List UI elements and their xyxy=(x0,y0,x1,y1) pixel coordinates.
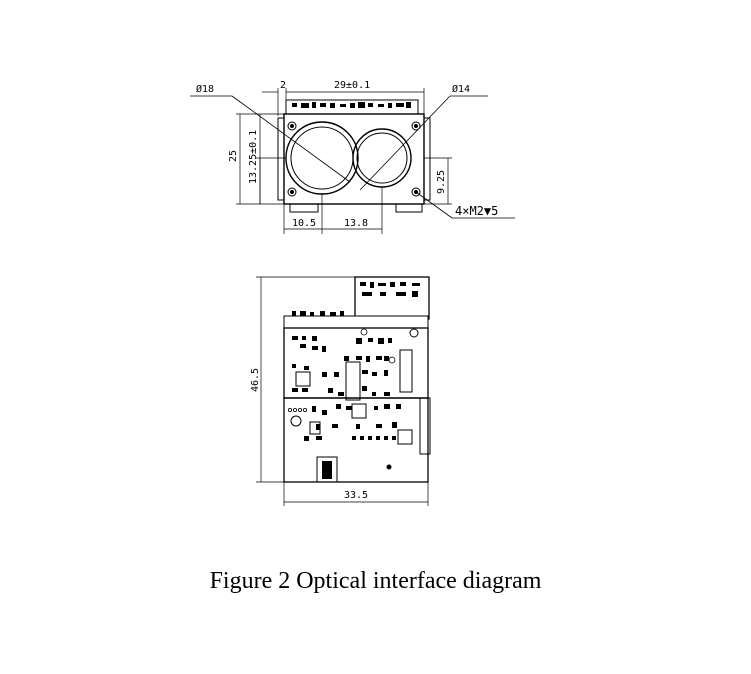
figure-caption: Figure 2 Optical interface diagram xyxy=(209,568,542,594)
side-cable-exit xyxy=(316,456,338,483)
top-view xyxy=(190,88,515,234)
label-side-height: 46.5 xyxy=(250,368,261,392)
label-bottom-left: 10.5 xyxy=(292,218,316,229)
label-lens-right-dia: Ø14 xyxy=(452,83,470,95)
side-pcb-test-pads xyxy=(287,328,396,412)
side-pcb-components xyxy=(292,336,401,441)
top-flange-left xyxy=(277,117,285,201)
label-offset-left: 2 xyxy=(280,80,286,91)
side-lens-module-components xyxy=(360,282,420,297)
top-bottom-tab-left xyxy=(289,203,319,213)
label-lens-left-dia: Ø18 xyxy=(196,83,214,95)
side-view xyxy=(256,276,431,506)
label-holes: 4×M2▼5 xyxy=(455,204,498,218)
top-flange-right xyxy=(423,117,431,201)
side-lower-housing xyxy=(283,397,429,483)
lens-right xyxy=(352,128,412,188)
lens-left xyxy=(285,121,359,195)
side-bracket xyxy=(419,397,431,455)
label-height-center: 13.25±0.1 xyxy=(248,130,259,184)
mounting-holes xyxy=(287,121,421,197)
label-width-span: 29±0.1 xyxy=(334,80,370,91)
side-board-strip-bumps xyxy=(292,311,344,316)
side-connector xyxy=(399,349,413,393)
side-small-hole xyxy=(386,464,392,470)
side-pcb-outlined-parts xyxy=(295,361,413,445)
label-side-width: 33.5 xyxy=(344,490,368,501)
side-pad-hole xyxy=(290,415,302,427)
label-bottom-right: 13.8 xyxy=(344,218,368,229)
lens-right-inner xyxy=(356,132,408,184)
top-bottom-tab-right xyxy=(395,203,423,213)
top-pcb-components xyxy=(292,102,411,108)
label-height-right: 9.25 xyxy=(436,170,447,194)
lens-left-inner xyxy=(290,126,354,190)
side-corner-hole xyxy=(409,328,419,338)
side-board-strip xyxy=(283,315,429,329)
label-height-total: 25 xyxy=(228,150,239,162)
